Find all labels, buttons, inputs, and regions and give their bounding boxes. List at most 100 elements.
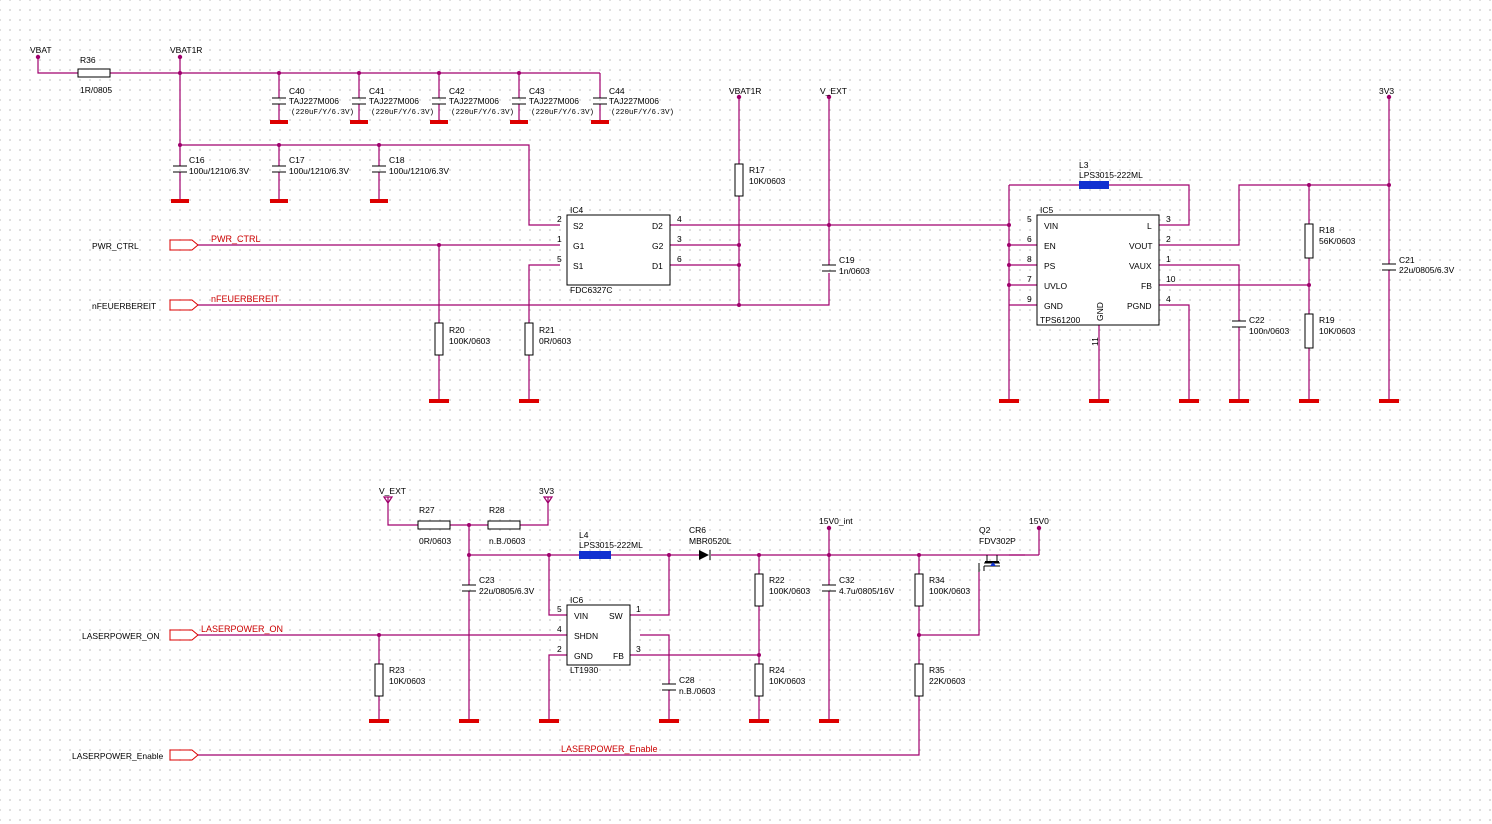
l3-ref: L3 (1079, 160, 1089, 170)
c40-rating: (220uF/Y/6.3V) (291, 109, 354, 117)
v3v3-flag-bottom: 3V3 (539, 486, 554, 496)
ic4-body[interactable] (566, 214, 671, 286)
ic6-pin-fb: FB (613, 651, 624, 661)
r35-value: 22K/0603 (929, 676, 966, 686)
c32-ref: C32 (839, 575, 855, 585)
v3v3-flag-top: 3V3 (1379, 86, 1394, 96)
c22-ref: C22 (1249, 315, 1265, 325)
power-flags (35, 54, 1392, 531)
l4-ref: L4 (579, 530, 589, 540)
c40-value: TAJ227M006 (289, 96, 339, 106)
cr6-ref: CR6 (689, 525, 706, 535)
c16-value: 100u/1210/6.3V (189, 166, 249, 176)
c23-ref: C23 (479, 575, 495, 585)
c43-rating: (220uF/Y/6.3V) (531, 109, 594, 117)
ic4-pinnum-1: 1 (557, 234, 562, 244)
c43-ref: C43 (529, 86, 545, 96)
r17-value: 10K/0603 (749, 176, 786, 186)
pmos-fdv302p (978, 555, 1000, 572)
wires (37, 57, 1390, 756)
ic4-pin-d2: D2 (652, 221, 663, 231)
r27-value: 0R/0603 (419, 536, 451, 546)
r21-value: 0R/0603 (539, 336, 571, 346)
ic6-part: LT1930 (570, 665, 598, 675)
ic5-pinnum-10: 10 (1166, 274, 1176, 284)
net-label-nfeuerbereit: nFEUERBEREIT (211, 294, 280, 304)
net-label-laserpower-on: LASERPOWER_ON (201, 624, 283, 634)
ic4-pinnum-3: 3 (677, 234, 682, 244)
port-laserpower-enable[interactable]: LASERPOWER_Enable (72, 751, 163, 761)
ic5-pinnum-9: 9 (1027, 294, 1032, 304)
c44-value: TAJ227M006 (609, 96, 659, 106)
schottky-diode (699, 550, 711, 560)
ic4-pinnum-5: 5 (557, 254, 562, 264)
ic5-pinnum-11: 11 (1090, 337, 1100, 346)
r34-value: 100K/0603 (929, 586, 970, 596)
ic5-pinnum-6: 6 (1027, 234, 1032, 244)
q2-ref: Q2 (979, 525, 991, 535)
ic5-pin-l: L (1147, 221, 1152, 231)
c23-value: 22u/0805/6.3V (479, 586, 535, 596)
r23-ref: R23 (389, 665, 405, 675)
c44-ref: C44 (609, 86, 625, 96)
ic5-pin-pgnd: PGND (1127, 301, 1152, 311)
ic4-ref: IC4 (570, 205, 584, 215)
c18-ref: C18 (389, 155, 405, 165)
c41-value: TAJ227M006 (369, 96, 419, 106)
resistor-bodies (77, 68, 1314, 697)
ic6-body[interactable] (566, 604, 631, 666)
c17-ref: C17 (289, 155, 305, 165)
port-pwr-ctrl[interactable]: PWR_CTRL (92, 241, 139, 251)
r36-ref: R36 (80, 55, 96, 65)
r34-ref: R34 (929, 575, 945, 585)
c21-ref: C21 (1399, 255, 1415, 265)
ic5-pin-fb: FB (1141, 281, 1152, 291)
r20-value: 100K/0603 (449, 336, 490, 346)
c17-value: 100u/1210/6.3V (289, 166, 349, 176)
ic5-pin-en: EN (1044, 241, 1056, 251)
c18-value: 100u/1210/6.3V (389, 166, 449, 176)
cr6-value: MBR0520L (689, 536, 732, 546)
v15v0-int-flag: 15V0_int (819, 516, 853, 526)
ic4-pin-s1: S1 (573, 261, 584, 271)
port-nfeuerbereit[interactable]: nFEUERBEREIT (92, 301, 156, 311)
ic5-pinnum-4: 4 (1166, 294, 1171, 304)
c44-rating: (220uF/Y/6.3V) (611, 109, 674, 117)
ic5-pin-vout: VOUT (1129, 241, 1153, 251)
r18-value: 56K/0603 (1319, 236, 1356, 246)
ic6-pin-vin: VIN (574, 611, 588, 621)
ic4-pinnum-6: 6 (677, 254, 682, 264)
c16-ref: C16 (189, 155, 205, 165)
r21-ref: R21 (539, 325, 555, 335)
c19-value: 1n/0603 (839, 266, 870, 276)
c28-ref: C28 (679, 675, 695, 685)
ic5-ref: IC5 (1040, 205, 1054, 215)
v15v0-flag: 15V0 (1029, 516, 1049, 526)
vbat-flag: VBAT (30, 45, 52, 55)
ic6-pinnum-3: 3 (636, 644, 641, 654)
c28-value: n.B./0603 (679, 686, 716, 696)
ic4-pin-s2: S2 (573, 221, 584, 231)
c42-rating: (220uF/Y/6.3V) (451, 109, 514, 117)
port-laserpower-on[interactable]: LASERPOWER_ON (82, 631, 159, 641)
r22-value: 100K/0603 (769, 586, 810, 596)
ic5-pinnum-5: 5 (1027, 214, 1032, 224)
vext-flag-bottom: V_EXT (379, 486, 406, 496)
ic5-pinnum-3: 3 (1166, 214, 1171, 224)
l3-value: LPS3015-222ML (1079, 170, 1143, 180)
q2-value: FDV302P (979, 536, 1016, 546)
ic6-ref: IC6 (570, 595, 584, 605)
ic5-pin-vaux: VAUX (1129, 261, 1152, 271)
r19-value: 10K/0603 (1319, 326, 1356, 336)
ic4-pin-g1: G1 (573, 241, 585, 251)
ports (169, 239, 199, 761)
ic4-pin-g2: G2 (652, 241, 664, 251)
r20-ref: R20 (449, 325, 465, 335)
ic4-pinnum-2: 2 (557, 214, 562, 224)
r22-ref: R22 (769, 575, 785, 585)
c19-ref: C19 (839, 255, 855, 265)
ic6-pin-gnd: GND (574, 651, 593, 661)
ic5-body[interactable] (1036, 214, 1160, 326)
